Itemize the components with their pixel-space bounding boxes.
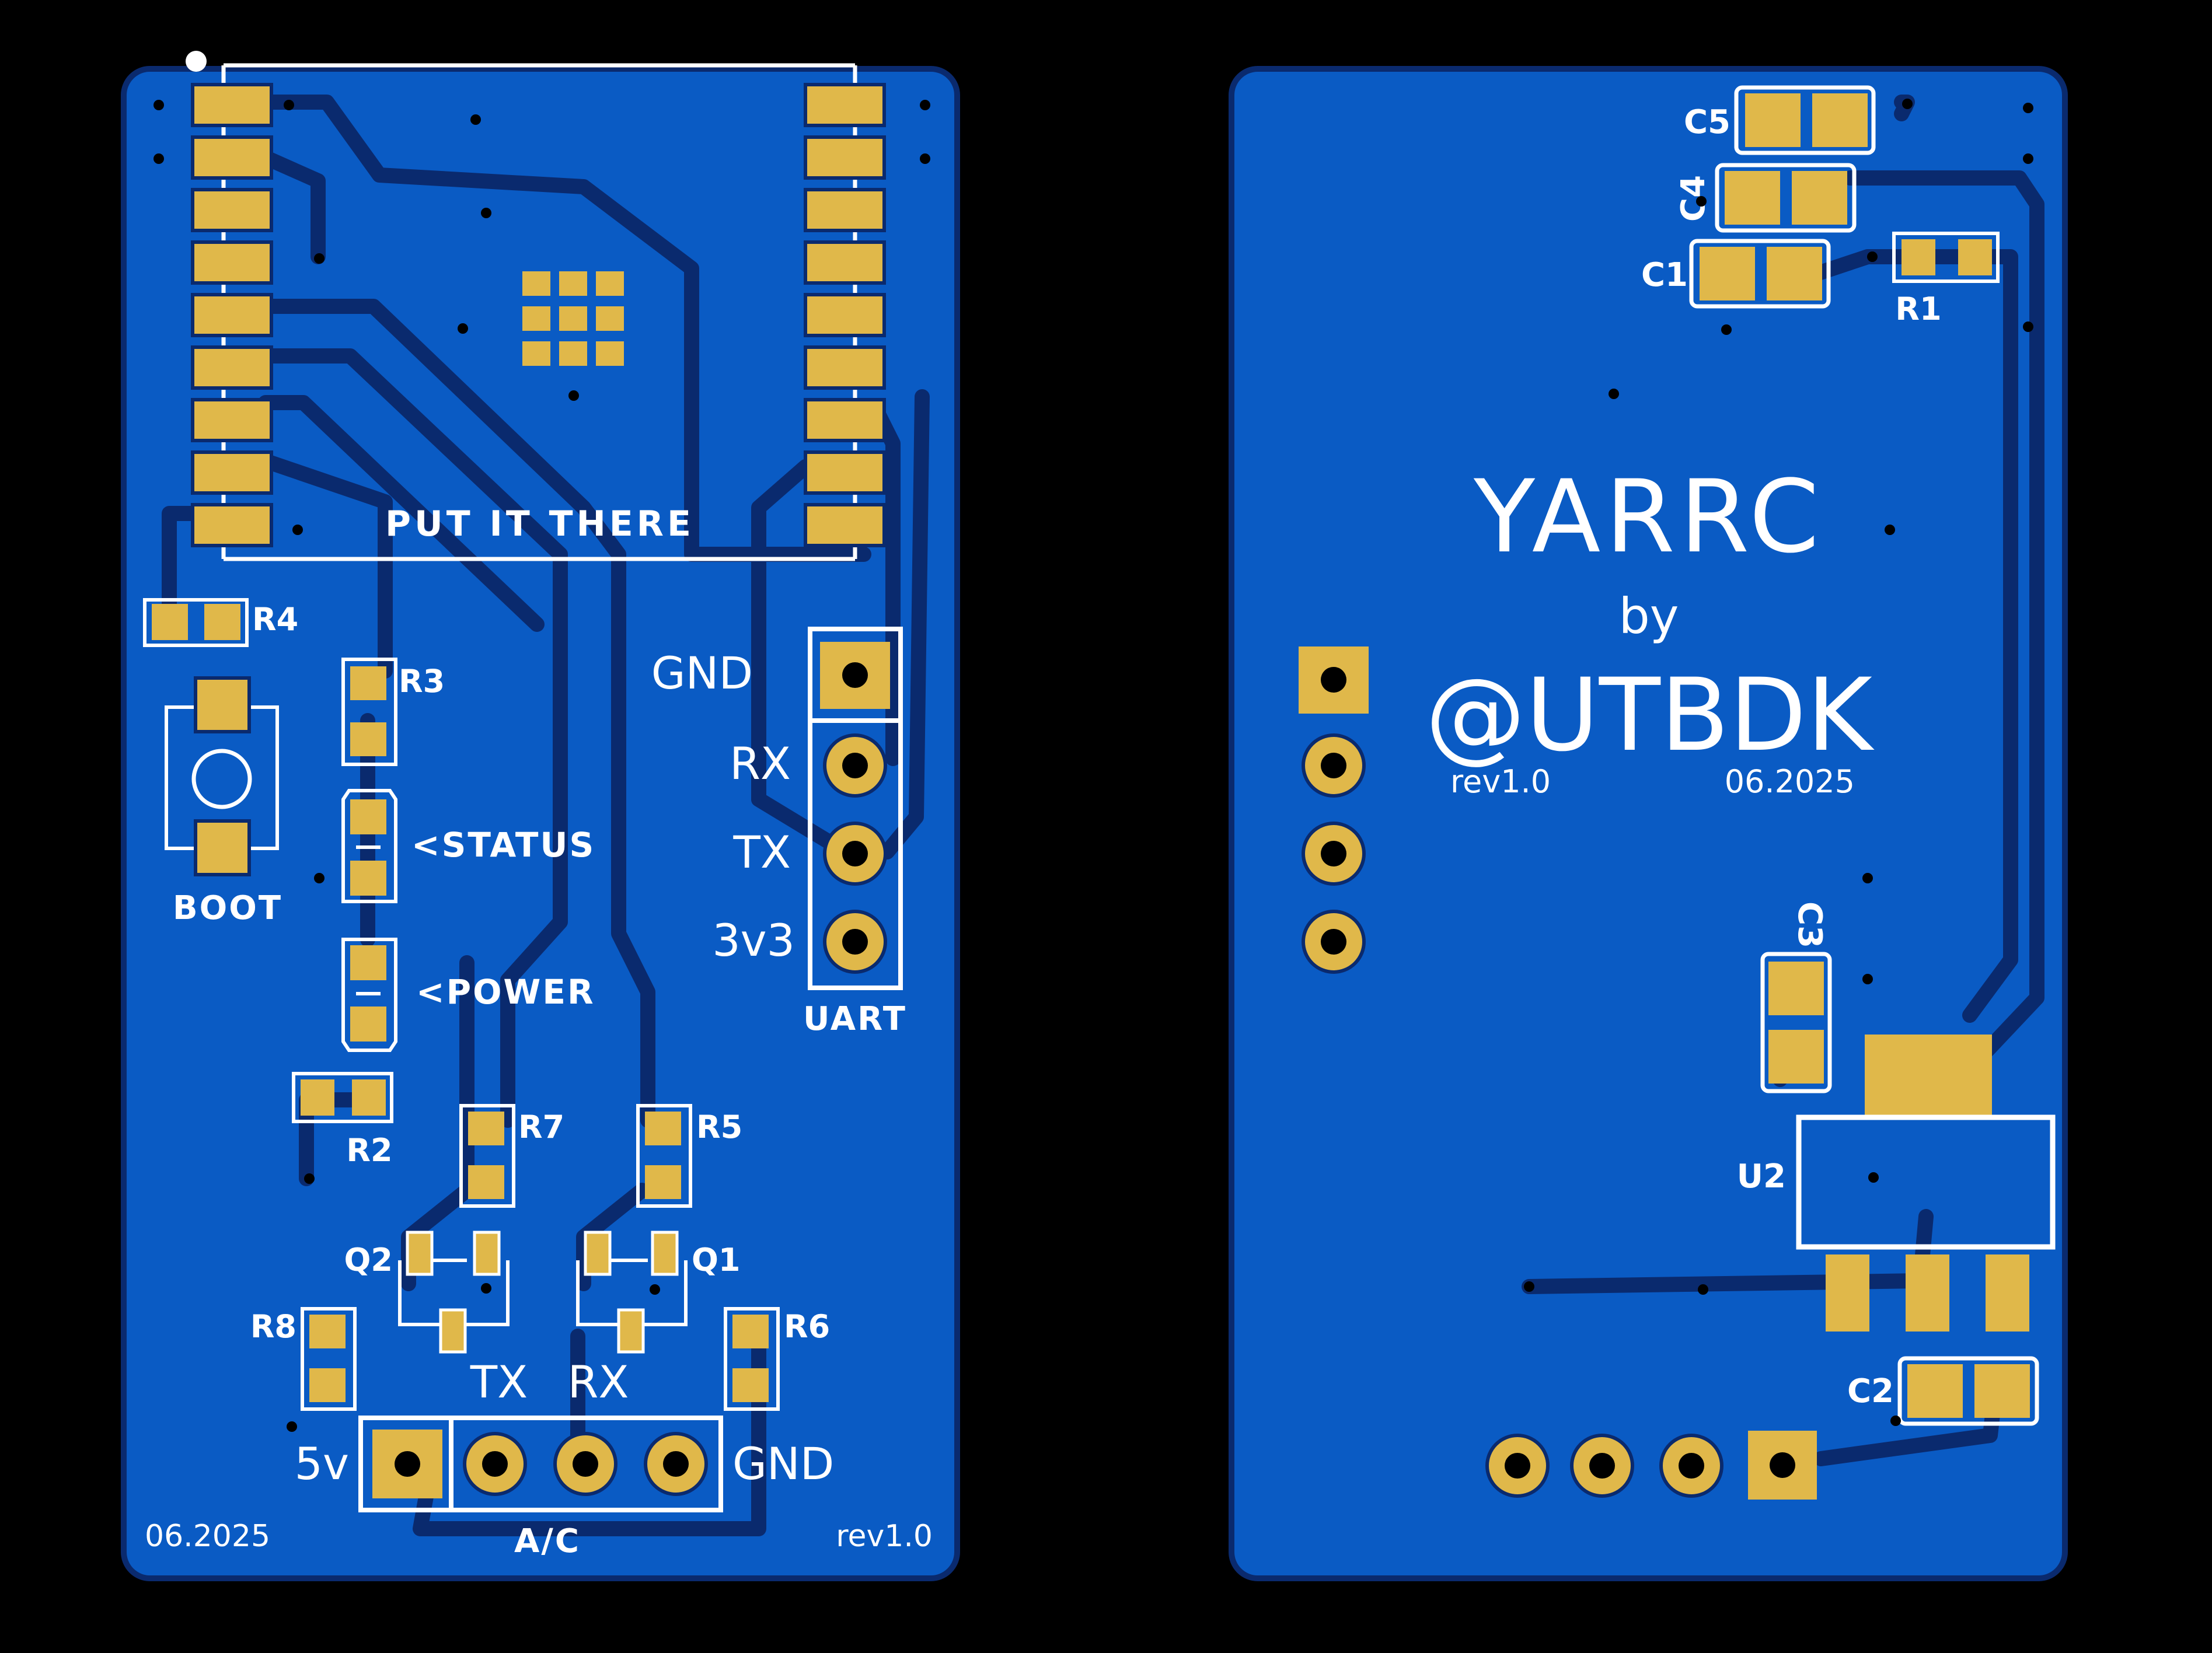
uart-pin-tx: TX [733, 826, 791, 878]
r1-resistor: R1 [1892, 232, 2000, 327]
r8-resistor: R8 [250, 1307, 357, 1411]
r2-label: R2 [346, 1132, 392, 1169]
boot-label: BOOT [173, 889, 282, 927]
status-led: <STATUS [341, 789, 595, 903]
c4-capacitor: C4 [1674, 163, 1857, 233]
r8-label: R8 [250, 1308, 296, 1345]
r4-resistor: R4 [143, 598, 298, 647]
r3-label: R3 [399, 663, 445, 700]
u2-regulator: U2 [1737, 1035, 2056, 1332]
module-left-pads [191, 83, 273, 547]
c5-capacitor: C5 [1684, 85, 1876, 155]
q1-label: Q1 [692, 1242, 740, 1278]
front-vias [153, 100, 930, 1432]
power-led: <POWER [341, 938, 595, 1052]
r1-label: R1 [1895, 291, 1941, 327]
ac-tx-label: TX [470, 1356, 528, 1408]
module-right-pads [804, 83, 886, 547]
r6-resistor: R6 [724, 1307, 830, 1411]
r3-resistor: R3 [341, 658, 445, 766]
q1-transistor: Q1 [576, 1231, 740, 1354]
uart-pin-3v3: 3v3 [712, 914, 795, 966]
uart-pin-gnd: GND [651, 647, 753, 699]
ac-title: A/C [514, 1522, 581, 1560]
power-label: <POWER [416, 972, 595, 1012]
uart-title: UART [803, 1000, 907, 1038]
c5-label: C5 [1684, 103, 1730, 141]
r6-label: R6 [784, 1308, 830, 1345]
boot-button: BOOT [165, 676, 282, 927]
r4-label: R4 [252, 601, 298, 638]
r5-label: R5 [696, 1109, 742, 1145]
back-board-outline [1229, 66, 2068, 1581]
front-board-outline [121, 66, 960, 1581]
uart-pin-rx: RX [730, 738, 791, 789]
status-label: <STATUS [411, 825, 595, 865]
ac-header: TX RX 5v GND A/C [295, 1356, 835, 1560]
c1-capacitor: C1 [1641, 239, 1831, 309]
r5-resistor: R5 [636, 1104, 742, 1208]
module-thermal-pads [522, 271, 624, 366]
r7-resistor: R7 [459, 1104, 564, 1208]
board-by: by [1618, 588, 1679, 645]
q2-transistor: Q2 [344, 1231, 510, 1354]
uart-header: GND RX TX 3v3 UART [651, 627, 907, 1038]
u2-label: U2 [1737, 1158, 1786, 1196]
back-date: 06.2025 [1725, 763, 1855, 800]
q2-label: Q2 [344, 1242, 393, 1278]
front-board: PUT IT THERE [121, 51, 960, 1581]
r7-label: R7 [518, 1109, 564, 1145]
r2-resistor: R2 [292, 1072, 393, 1169]
back-vias [1524, 99, 2033, 1426]
c3-capacitor: C3 [1760, 901, 1832, 1093]
c1-label: C1 [1641, 256, 1688, 294]
front-date: 06.2025 [145, 1519, 270, 1554]
back-left-header [1299, 646, 1369, 974]
module-label: PUT IT THERE [385, 504, 695, 544]
ac-gnd-label: GND [732, 1438, 834, 1490]
back-bottom-header [1485, 1431, 1817, 1500]
c3-label: C3 [1791, 901, 1829, 948]
c4-label: C4 [1674, 175, 1712, 222]
board-author: @UTBDK [1425, 656, 1875, 774]
c2-label: C2 [1847, 1372, 1894, 1410]
ac-5v-label: 5v [295, 1438, 349, 1490]
front-rev: rev1.0 [836, 1519, 933, 1554]
c2-capacitor: C2 [1847, 1356, 2039, 1426]
back-board: C5 C4 C1 R1 YARRC by @UTBDK rev1.0 06.20… [1229, 66, 2068, 1581]
board-title: YARRC [1473, 458, 1824, 575]
ac-rx-label: RX [568, 1356, 629, 1408]
back-rev: rev1.0 [1450, 763, 1551, 800]
